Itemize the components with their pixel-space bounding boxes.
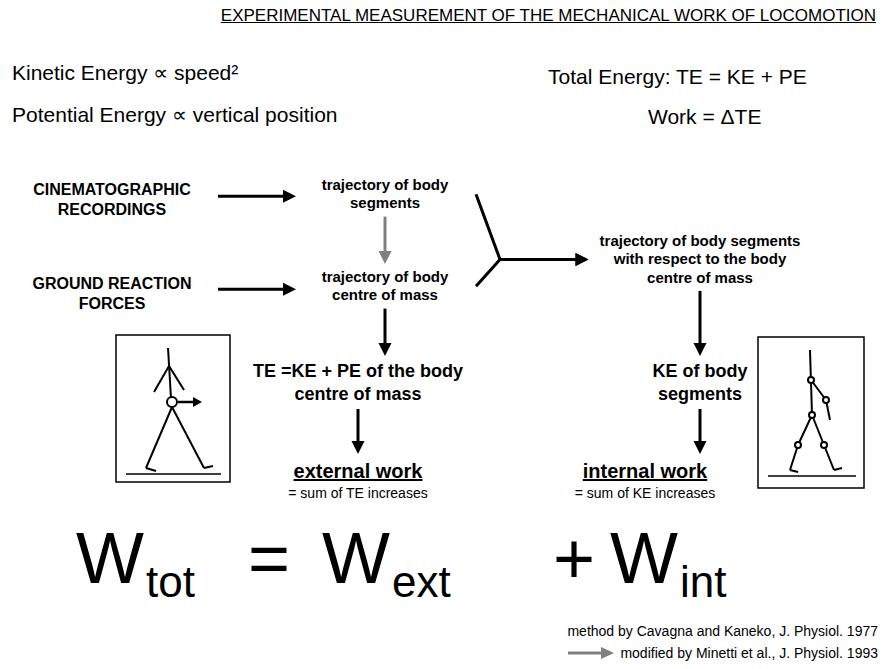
walker-segments (758, 337, 864, 488)
flow-arrow (476, 194, 589, 266)
flow-arrow (694, 409, 707, 454)
walker-centre-of-mass (116, 335, 230, 482)
energy-formula: Work = ΔTE (648, 106, 761, 127)
flow-arrow (476, 253, 589, 286)
step-text: CINEMATOGRAPHIC RECORDINGS (12, 180, 212, 220)
flow-step: KE of body segments (645, 360, 755, 405)
step-text: trajectory of body centre of mass (300, 268, 470, 305)
formula-part: W (322, 522, 390, 594)
flow-step: GROUND REACTION FORCES (12, 274, 212, 314)
step-text: internal work (545, 458, 745, 484)
step-text: trajectory of body segments with respect… (593, 232, 808, 287)
formula-part: W (610, 522, 678, 594)
energy-formula: Total Energy: TE = KE + PE (548, 66, 807, 87)
flow-arrow (694, 291, 707, 356)
formula-part: ext (392, 560, 451, 604)
flow-step: trajectory of body segments with respect… (593, 232, 808, 287)
step-note: = sum of TE increases (248, 484, 468, 502)
formula-part: + (553, 522, 595, 594)
energy-formula: Potential Energy ∝ vertical position (12, 104, 338, 125)
step-text: TE =KE + PE of the body centre of mass (243, 360, 473, 405)
flow-step: internal work= sum of KE increases (545, 458, 745, 502)
flow-arrow (379, 309, 392, 356)
step-note: = sum of KE increases (545, 484, 745, 502)
step-text: GROUND REACTION FORCES (12, 274, 212, 314)
flow-step: trajectory of body segments (300, 176, 470, 213)
step-text: KE of body segments (645, 360, 755, 405)
diagram-title: EXPERIMENTAL MEASUREMENT OF THE MECHANIC… (221, 6, 876, 26)
flow-arrow (218, 283, 296, 296)
flow-step: trajectory of body centre of mass (300, 268, 470, 305)
flow-step: TE =KE + PE of the body centre of mass (243, 360, 473, 405)
energy-formula: Kinetic Energy ∝ speed² (12, 62, 238, 83)
citation-note: method by Cavagna and Kaneko, J. Physiol… (567, 624, 878, 638)
step-text: trajectory of body segments (300, 176, 470, 213)
citation-arrow (568, 646, 614, 660)
flow-arrow (218, 190, 296, 203)
flow-step: external work= sum of TE increases (248, 458, 468, 502)
flow-arrow (352, 409, 365, 454)
flow-step: CINEMATOGRAPHIC RECORDINGS (12, 180, 212, 220)
formula-part: int (680, 560, 726, 604)
formula-part: W (76, 522, 144, 594)
formula-part: = (248, 522, 290, 594)
citation-note: modified by Minetti et al., J. Physiol. … (620, 646, 878, 660)
step-text: external work (248, 458, 468, 484)
formula-part: tot (146, 560, 195, 604)
flow-arrow (379, 217, 392, 264)
